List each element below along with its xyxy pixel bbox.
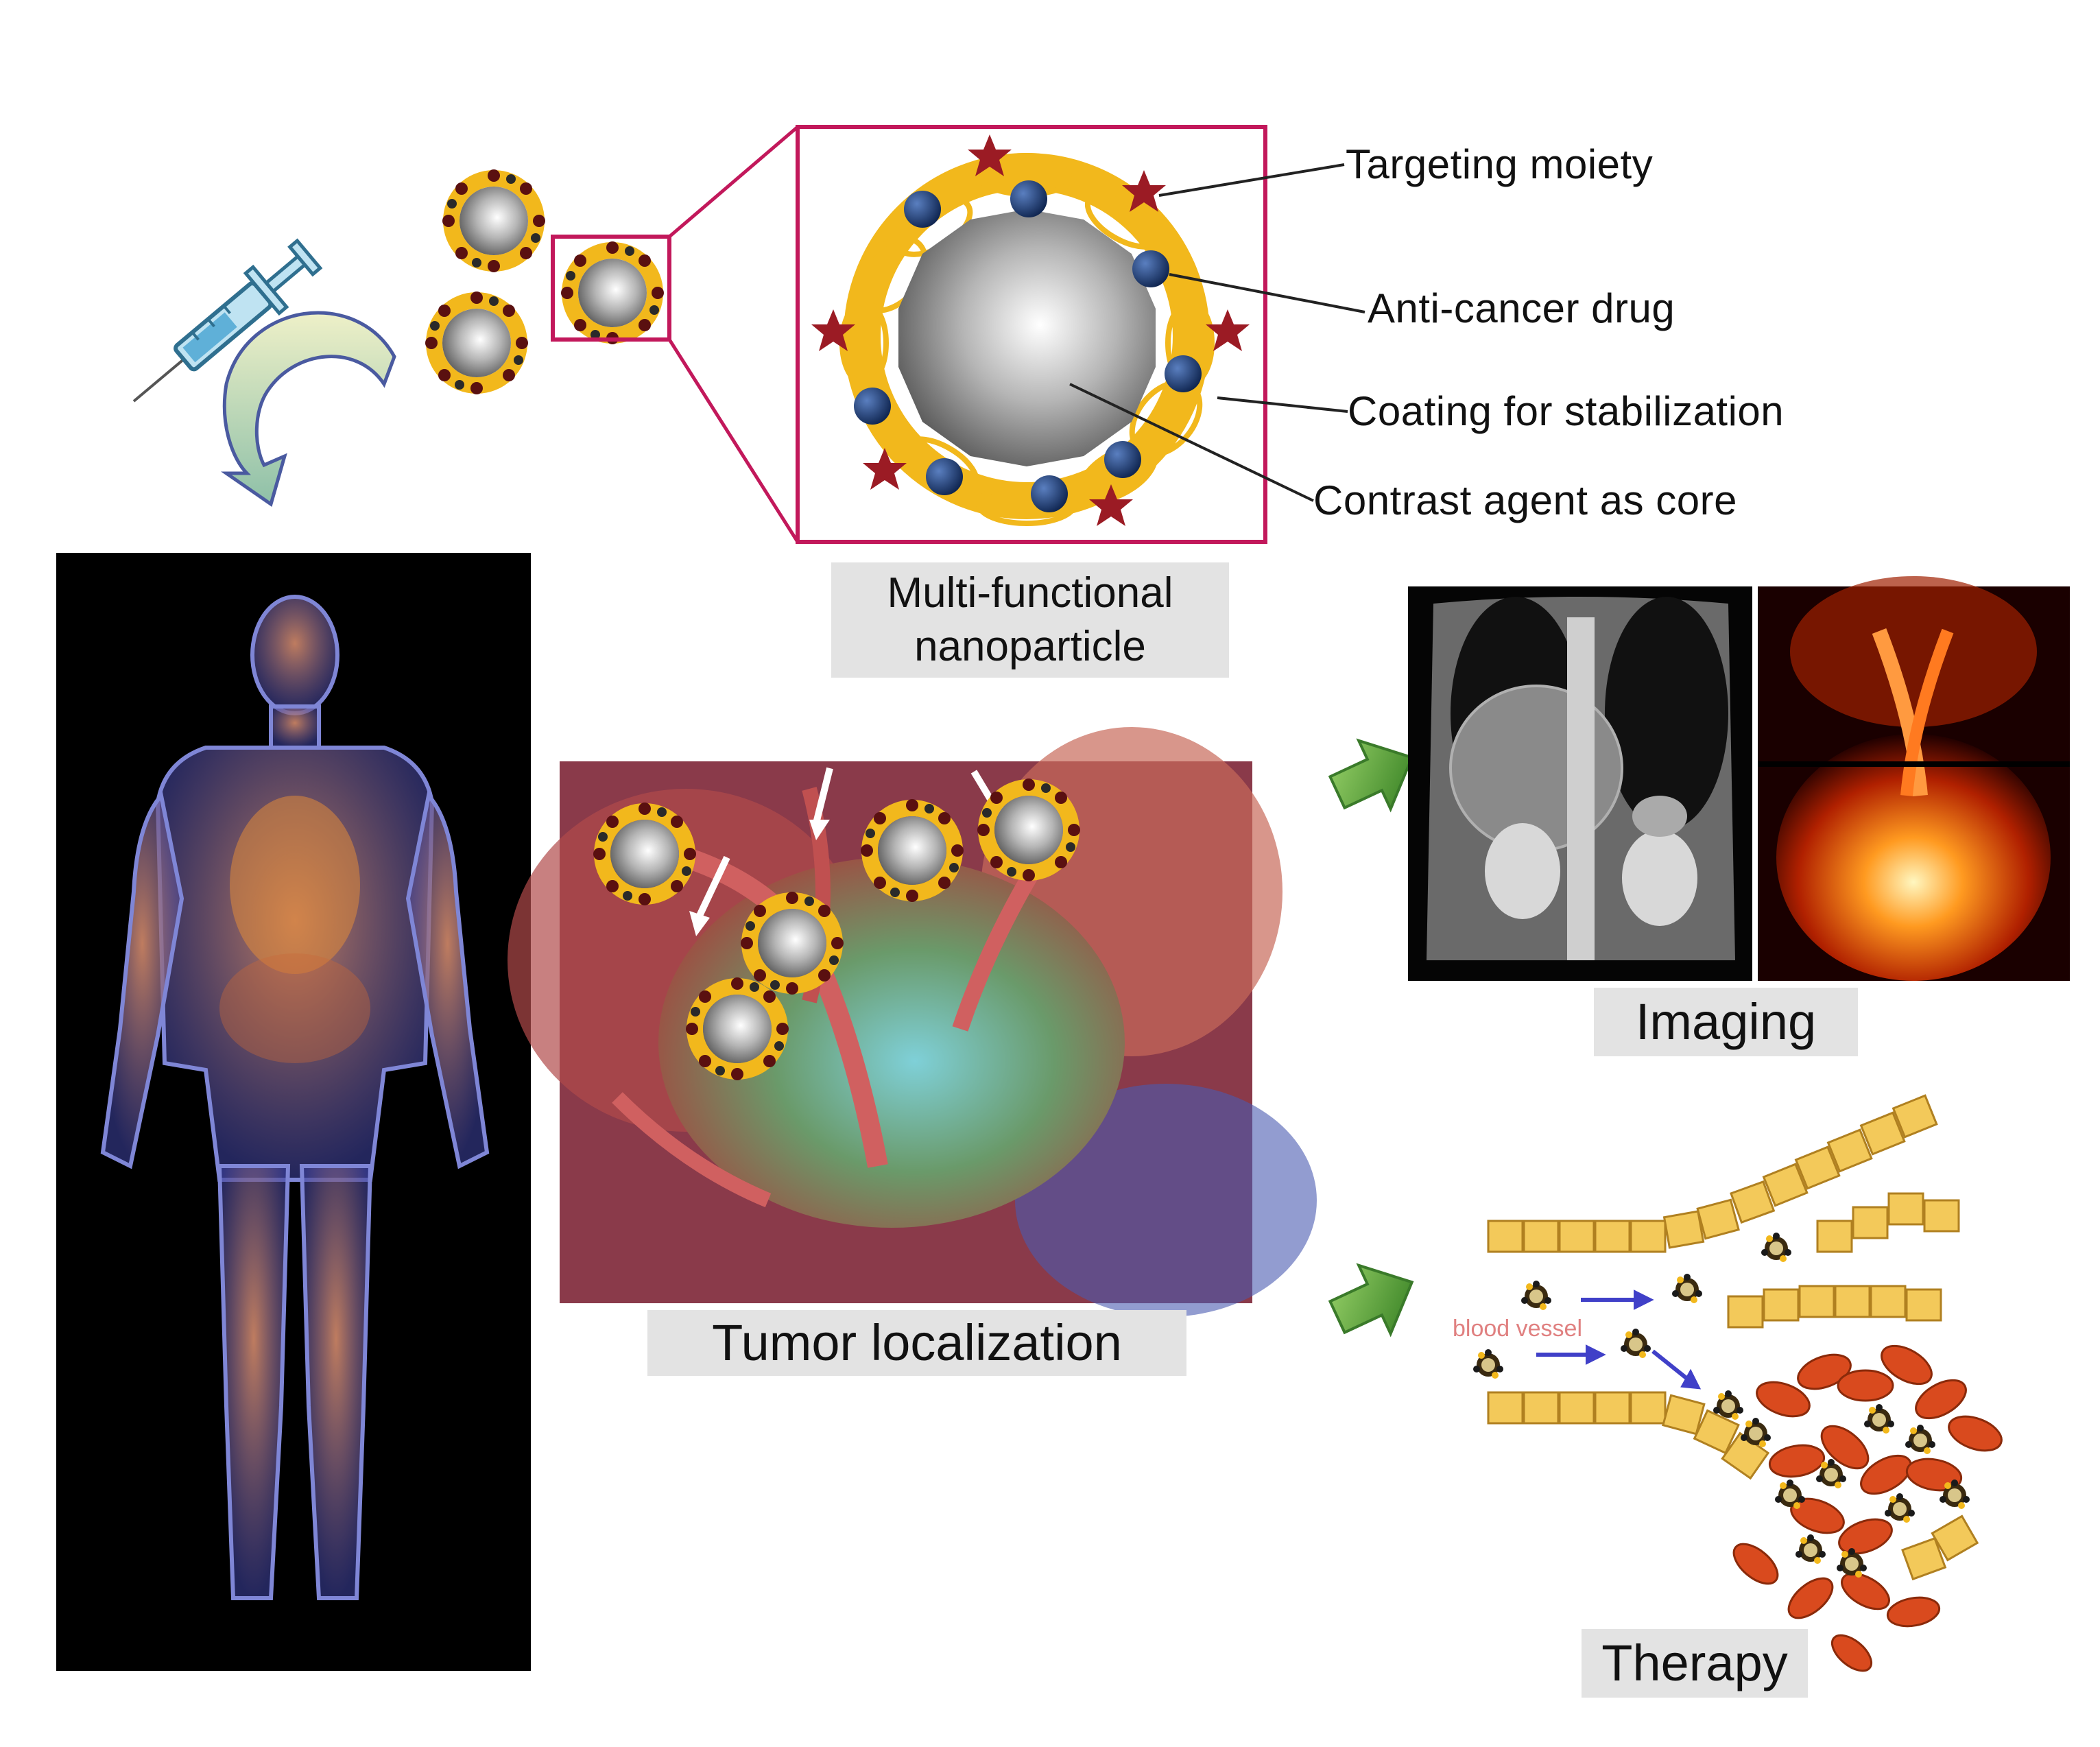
label-nanoparticle: Multi-functional nanoparticle	[831, 562, 1229, 678]
label-nanoparticle-line1: Multi-functional	[887, 569, 1173, 617]
label-imaging: Imaging	[1594, 988, 1858, 1056]
callout-anti-cancer-drug: Anti-cancer drug	[1368, 285, 1675, 331]
nanoparticle-small-2	[425, 292, 528, 394]
label-blood-vessel: blood vessel	[1453, 1316, 1583, 1342]
label-nanoparticle-line2: nanoparticle	[914, 623, 1146, 670]
curved-arrow-icon	[220, 311, 396, 508]
label-therapy: Therapy	[1582, 1629, 1808, 1698]
pet-scan-image	[1758, 576, 2070, 981]
callout-targeting-moiety: Targeting moiety	[1346, 141, 1654, 187]
therapy-diagram	[1473, 1094, 2003, 1672]
syringe-icon	[132, 238, 323, 403]
selection-box	[551, 235, 671, 342]
callout-contrast-core: Contrast agent as core	[1313, 477, 1738, 523]
ct-scan-image	[1408, 586, 1752, 981]
callout-coating: Coating for stabilization	[1348, 388, 1785, 434]
green-arrow-icon	[1328, 738, 1414, 813]
label-tumor-localization: Tumor localization	[647, 1310, 1186, 1376]
green-arrow-icon	[1328, 1263, 1414, 1338]
nanoparticle-small-3	[561, 241, 664, 344]
nanoparticle-small-1	[442, 169, 545, 272]
nanoparticle-large	[811, 134, 1250, 526]
tumor-image-panel	[508, 727, 1317, 1317]
